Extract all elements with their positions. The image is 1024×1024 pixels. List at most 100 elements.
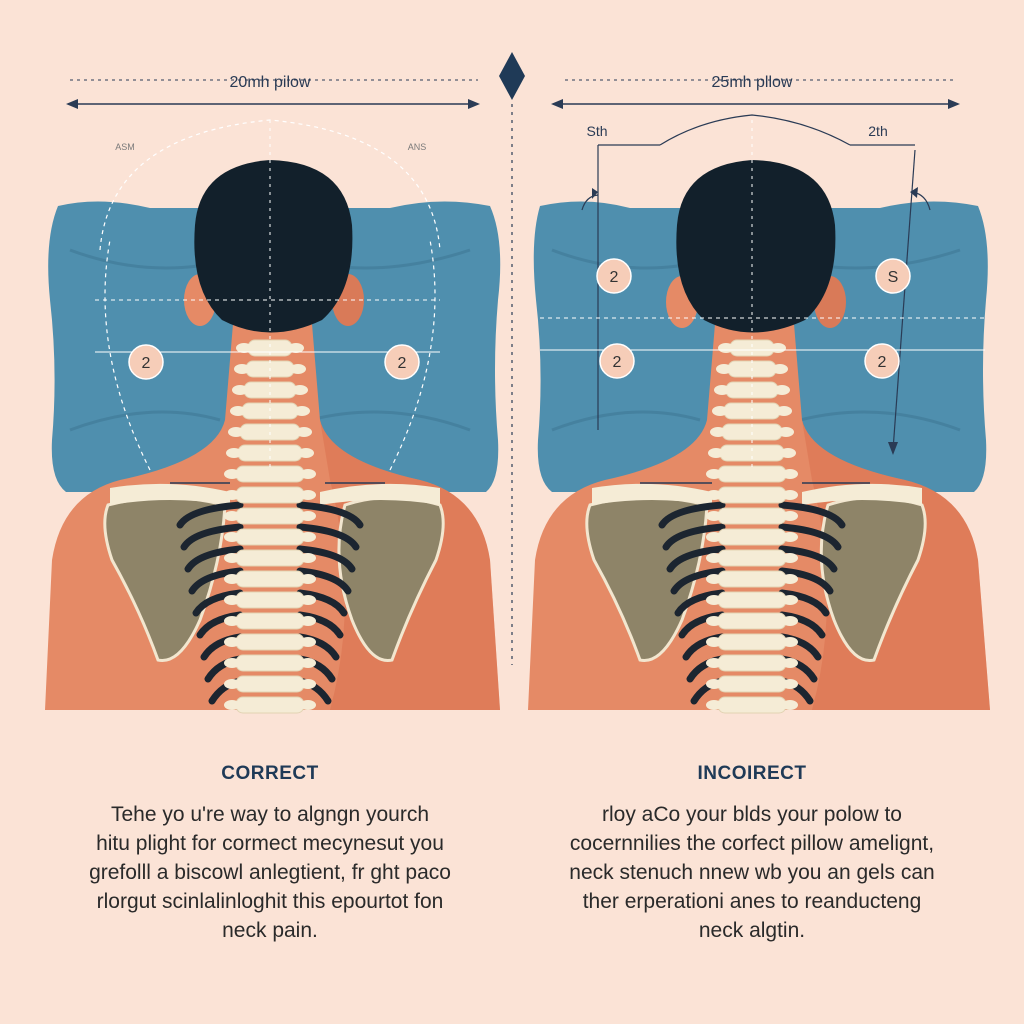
vertebra-process [778, 427, 794, 437]
rib [180, 523, 244, 551]
dimension-label-right: 25mh pllow [712, 74, 793, 91]
vertebra-process [224, 679, 240, 689]
vertebra-process [300, 553, 316, 563]
vertebra-process [706, 490, 722, 500]
vertebra-process [716, 364, 732, 374]
vertebra-process [776, 406, 792, 416]
vertebra-process [708, 448, 724, 458]
vertebra-process [224, 553, 240, 563]
vertebra-process [782, 511, 798, 521]
vertebra-process [300, 595, 316, 605]
vertebra [717, 633, 787, 651]
svg-text:2: 2 [610, 269, 619, 286]
correct-illustration: 20mh pilow ASM ANS 2 2 [45, 74, 501, 714]
vertebra-process [706, 637, 722, 647]
vertebra-process [782, 700, 798, 710]
vertebra [235, 591, 305, 609]
vertebra-process [224, 469, 240, 479]
vertebra-process [288, 343, 304, 353]
vertebra [717, 507, 787, 525]
rib [778, 523, 842, 551]
side-label-right-b: 2th [868, 123, 887, 139]
vertebra-process [712, 406, 728, 416]
vertebra [717, 528, 787, 546]
rib [658, 501, 726, 529]
vertebra-process [224, 700, 240, 710]
badge-right-4: 2 [864, 343, 900, 379]
dimension-label-left: 20mh pilow [230, 74, 311, 91]
vertebra-process [224, 595, 240, 605]
vertebra-process [294, 406, 310, 416]
vertebra-process [706, 511, 722, 521]
vertebra-process [772, 364, 788, 374]
vertebra-process [224, 658, 240, 668]
rib [778, 501, 846, 529]
rib [296, 545, 356, 573]
vertebra-process [224, 511, 240, 521]
rib [192, 589, 244, 617]
vertebra-process [300, 658, 316, 668]
spine-right [706, 339, 798, 714]
svg-text:2: 2 [398, 355, 407, 372]
vertebra-process [714, 385, 730, 395]
rib [196, 611, 244, 639]
vertebra [717, 486, 787, 504]
vertebra-process [782, 532, 798, 542]
caption-line: Tehe yo u're way to algngn yourch [110, 803, 430, 826]
incorrect-illustration: 25mh pllow Sth 2th 2 S 2 2 [528, 74, 990, 714]
caption-line: ther erperationi anes to reanducteng [582, 890, 922, 913]
vertebra-process [782, 658, 798, 668]
vertebra-process [706, 553, 722, 563]
vertebra-process [706, 532, 722, 542]
vertebra-process [782, 616, 798, 626]
rib [778, 567, 834, 595]
vertebra [717, 591, 787, 609]
rib [778, 545, 838, 573]
svg-text:2: 2 [142, 355, 151, 372]
vertebra [235, 612, 305, 630]
vertebra-process [224, 532, 240, 542]
head-hair-right [676, 160, 836, 333]
vertebra-process [300, 616, 316, 626]
vertebra-process [706, 595, 722, 605]
rib [296, 501, 364, 529]
rib [778, 611, 826, 639]
vertebra-process [782, 553, 798, 563]
vertebra-process [298, 448, 314, 458]
caption-line: cocernnilies the corfect pillow amelignt… [569, 832, 935, 855]
vertebra-process [782, 679, 798, 689]
caption-line: neck pain. [222, 919, 318, 942]
vertebra-process [706, 574, 722, 584]
svg-text:2: 2 [878, 354, 887, 371]
incorrect-caption: rloy aCo your blds your polow to cocernn… [532, 800, 972, 945]
vertebra [235, 465, 305, 483]
correct-heading: CORRECT [221, 763, 319, 784]
vertebra-process [226, 448, 242, 458]
vertebra-process [718, 343, 734, 353]
vertebra [235, 549, 305, 567]
divider-diamond-icon [499, 52, 525, 100]
vertebra-process [780, 448, 796, 458]
vertebra-process [300, 679, 316, 689]
vertebra-process [236, 343, 252, 353]
vertebra-process [300, 637, 316, 647]
caption-line: neck stenuch nnew wb you an gels can [569, 861, 935, 884]
head-hair-left [194, 160, 353, 333]
caption-line: neck algtin. [698, 919, 806, 942]
center-divider [499, 52, 525, 665]
vertebra-process [290, 364, 306, 374]
svg-text:S: S [888, 269, 899, 286]
vertebra [235, 633, 305, 651]
vertebra-process [224, 637, 240, 647]
rib [670, 567, 726, 595]
vertebra-process [296, 427, 312, 437]
vertebra-process [782, 490, 798, 500]
rib [778, 589, 830, 617]
vertebra-process [232, 385, 248, 395]
badge-left-2: 2 [384, 344, 420, 380]
side-label-right-a: Sth [586, 123, 607, 139]
rib [188, 567, 244, 595]
badge-left-1: 2 [128, 344, 164, 380]
vertebra-process [300, 574, 316, 584]
